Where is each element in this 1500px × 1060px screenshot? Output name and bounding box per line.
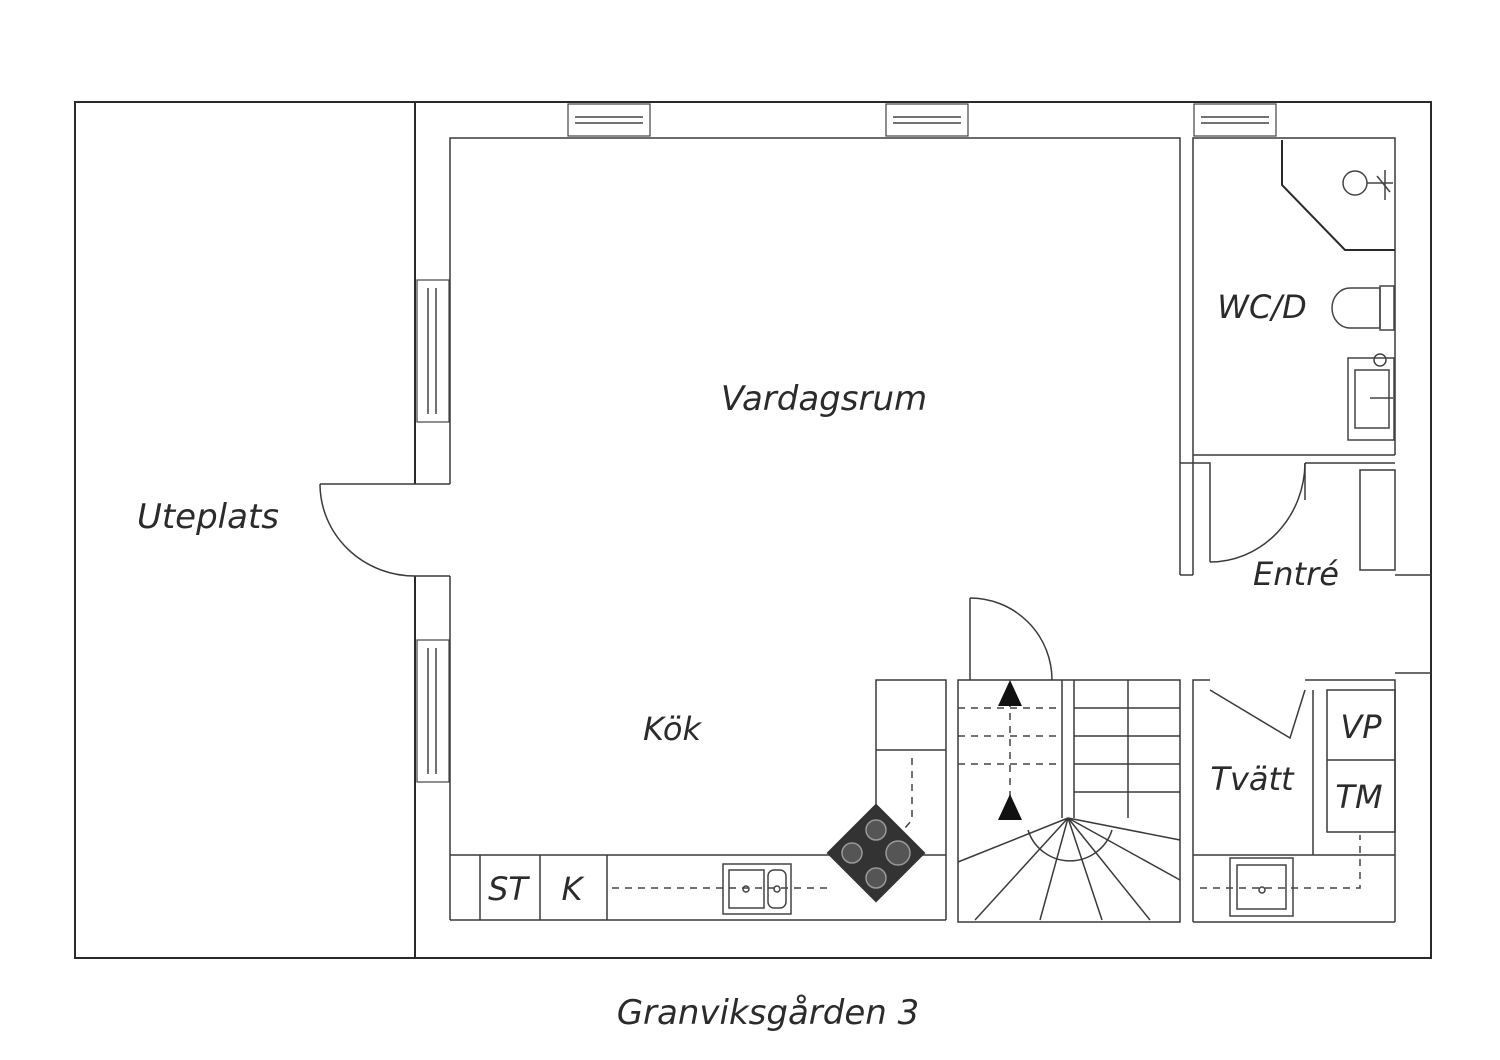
room-label-patio: Uteplats bbox=[137, 497, 279, 537]
toilet-icon bbox=[1331, 285, 1395, 331]
up-arrow-icon bbox=[998, 794, 1022, 820]
windows bbox=[416, 103, 1277, 783]
fixture-label-tm: TM bbox=[1335, 778, 1382, 816]
stove-icon bbox=[826, 803, 926, 903]
window-icon bbox=[567, 103, 651, 137]
window-icon bbox=[885, 103, 969, 137]
plan-caption: Granviksgården 3 bbox=[617, 993, 920, 1033]
fixture-label-k: K bbox=[562, 870, 586, 908]
window-icon bbox=[416, 639, 450, 783]
laundry-fixtures bbox=[1192, 679, 1396, 923]
sink-icon bbox=[1229, 857, 1294, 917]
fixture-label-vp: VP bbox=[1340, 708, 1382, 746]
fixture-label-st: ST bbox=[488, 870, 530, 908]
room-label-wc-shower: WC/D bbox=[1217, 288, 1306, 326]
door-swing-icon bbox=[319, 483, 452, 577]
stairs-icon bbox=[957, 679, 1181, 923]
up-arrow-icon bbox=[998, 680, 1022, 706]
door-swing-icon bbox=[1209, 462, 1306, 563]
door-swing-icon bbox=[1209, 689, 1306, 740]
room-label-living-room: Vardagsrum bbox=[721, 379, 927, 419]
room-label-kitchen: Kök bbox=[643, 710, 702, 748]
kitchen-counters bbox=[450, 679, 947, 921]
sink-icon bbox=[722, 863, 792, 915]
room-label-laundry: Tvätt bbox=[1210, 760, 1295, 798]
bathroom-fixtures bbox=[1281, 140, 1395, 441]
window-icon bbox=[1193, 103, 1277, 137]
shower-icon bbox=[1281, 140, 1395, 251]
door-swing-icon bbox=[969, 597, 1053, 681]
sink-icon bbox=[1347, 353, 1395, 441]
doors bbox=[319, 462, 1396, 740]
window-icon bbox=[416, 279, 450, 423]
room-label-entrance: Entré bbox=[1253, 555, 1339, 593]
